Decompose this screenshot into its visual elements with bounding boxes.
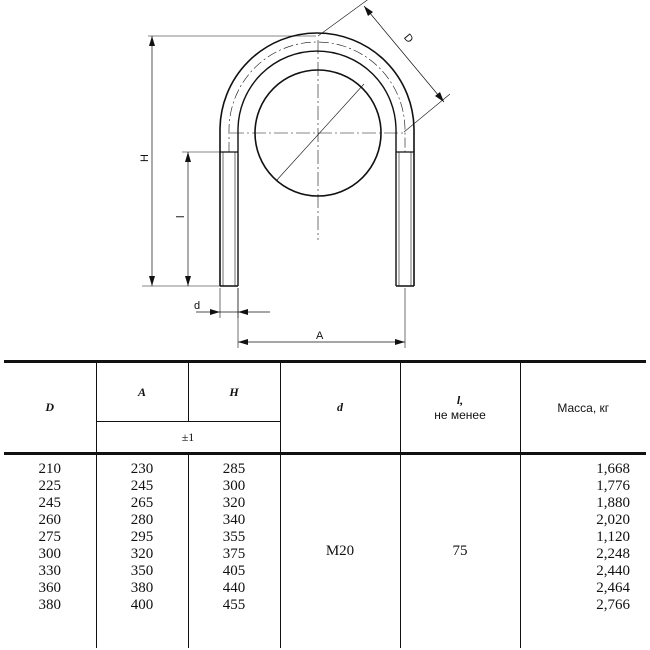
table-cell: 300 <box>222 478 246 494</box>
column-d-values: 210 225 245 260 275 300 330 360 380 <box>4 453 97 648</box>
label-d: d <box>194 300 200 312</box>
label-h: H <box>139 154 151 162</box>
table-cell: 260 <box>38 512 62 528</box>
dimensions-table: D A H d l, не менее Масса, кг ±1 210 225… <box>4 360 646 648</box>
table-cell: 2,440 <box>596 563 630 579</box>
table-cell: 380 <box>130 580 154 596</box>
table-cell: 1,776 <box>596 478 630 494</box>
table-cell: 380 <box>38 597 62 613</box>
u-bolt-drawing: D H l d A <box>139 0 451 348</box>
table-cell: 1,880 <box>596 495 630 511</box>
header-l: l, не менее <box>400 360 521 455</box>
label-d-diameter: D <box>401 32 415 46</box>
table-cell: 2,248 <box>596 546 630 562</box>
table-cell: 1,120 <box>596 529 630 545</box>
table-cell: 300 <box>38 546 62 562</box>
table-cell: 375 <box>222 546 246 562</box>
header-l-note: не менее <box>434 408 486 422</box>
column-h-values: 285 300 320 340 355 375 405 440 455 <box>188 453 281 648</box>
table-cell: 225 <box>38 478 62 494</box>
header-h: H <box>188 360 281 422</box>
table-cell: 210 <box>38 461 62 477</box>
cell-d-value: M20 <box>280 453 401 648</box>
table-cell: 360 <box>38 580 62 596</box>
header-d: d <box>280 360 401 455</box>
table-cell: 350 <box>130 563 154 579</box>
table-cell: 330 <box>38 563 62 579</box>
table-cell: 355 <box>222 529 246 545</box>
table-cell: 230 <box>130 461 154 477</box>
table-cell: 280 <box>130 512 154 528</box>
header-tolerance: ±1 <box>96 421 281 455</box>
table-cell: 1,668 <box>596 461 630 477</box>
table-cell: 320 <box>222 495 246 511</box>
table-cell: 405 <box>222 563 246 579</box>
cell-l-value: 75 <box>400 453 521 648</box>
table-cell: 340 <box>222 512 246 528</box>
u-bolt-outer-contour <box>219 32 415 286</box>
table-cell: 265 <box>130 495 154 511</box>
header-d-diameter: D <box>4 360 97 455</box>
table-cell: 2,766 <box>596 597 630 613</box>
table-cell: 2,464 <box>596 580 630 596</box>
table-cell: 275 <box>38 529 62 545</box>
table-cell: 320 <box>130 546 154 562</box>
table-cell: 455 <box>222 597 246 613</box>
table-cell: 295 <box>130 529 154 545</box>
table-cell: 400 <box>130 597 154 613</box>
header-mass: Масса, кг <box>520 360 646 455</box>
d-diameter-dimension-line <box>363 5 445 103</box>
table-cell: 245 <box>38 495 62 511</box>
label-l: l <box>175 216 187 218</box>
table-cell: 245 <box>130 478 154 494</box>
column-mass-values: 1,668 1,776 1,880 2,020 1,120 2,248 2,44… <box>520 454 646 649</box>
header-l-symbol: l, <box>456 393 464 407</box>
u-bolt-inner-contour <box>237 50 397 286</box>
table-cell: 285 <box>222 461 246 477</box>
label-a: A <box>316 330 324 342</box>
column-a-values: 230 245 265 280 295 320 350 380 400 <box>96 453 189 648</box>
header-a: A <box>96 360 189 422</box>
table-cell: 2,020 <box>596 512 630 528</box>
table-cell: 440 <box>222 580 246 596</box>
